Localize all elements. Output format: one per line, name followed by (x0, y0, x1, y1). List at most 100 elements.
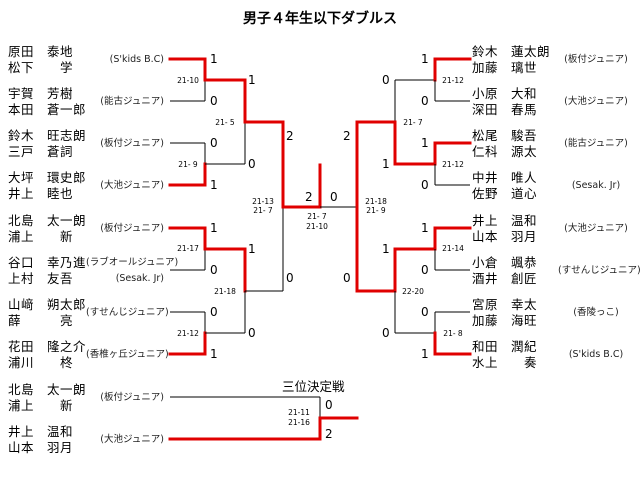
score-tag: 21-11 (288, 408, 310, 417)
player-name: 原田 泰地 (8, 44, 74, 59)
player-name: 谷口 幸乃進 (8, 255, 87, 270)
match-result: 0 (343, 271, 351, 285)
match-result: 1 (210, 178, 218, 192)
match-result: 1 (210, 347, 218, 361)
match-result: 0 (210, 94, 218, 108)
match-result: 0 (382, 73, 390, 87)
club-name: (S'kids B.C) (568, 349, 624, 360)
match-result: 2 (286, 129, 294, 143)
score-tag: 21-16 (288, 418, 310, 427)
player-name: 山本 羽月 (472, 229, 538, 244)
player-name: 和田 潤紀 (472, 339, 538, 354)
player-name: 小原 大和 (472, 86, 538, 101)
player-name: 山﨑 朔太郎 (8, 297, 87, 312)
match-result: 0 (421, 305, 429, 319)
match-result: 0 (286, 271, 294, 285)
player-name: 井上 温和 (472, 213, 538, 228)
player-name: 井上 温和 (8, 424, 74, 439)
club-name: (板付ジュニア) (100, 138, 164, 149)
player-name: 薛 亮 (8, 313, 74, 328)
third-place-title: 三位決定戦 (282, 379, 345, 394)
score-tag: 21-10 (177, 76, 199, 85)
player-name: 酒井 創匠 (472, 271, 538, 286)
match-result: 0 (325, 398, 333, 412)
club-name: (能古ジュニア) (100, 96, 164, 107)
match-result: 1 (210, 52, 218, 66)
score-tag: 21-12 (442, 76, 464, 85)
match-result: 0 (248, 326, 256, 340)
club-name: (S'kids B.C) (109, 54, 164, 65)
player-name: 佐野 道心 (472, 186, 538, 201)
score-tag: 21- 7 (307, 212, 327, 221)
match-result: 0 (248, 157, 256, 171)
match-result: 0 (382, 326, 390, 340)
club-name: (Sesak. Jr) (571, 180, 621, 191)
score-tag: 21-14 (442, 244, 464, 253)
score-tag: 21-12 (442, 160, 464, 169)
score-tag: 21- 7 (253, 206, 273, 215)
score-tag: 21-18 (365, 197, 387, 206)
player-name: 鈴木 旺志朗 (8, 128, 87, 143)
club-name: (板付ジュニア) (100, 392, 164, 403)
player-name: 北島 太一朗 (8, 213, 87, 228)
club-name: (大池ジュニア) (100, 180, 164, 191)
player-name: 宇賀 芳樹 (8, 86, 74, 101)
player-name: 仁科 源太 (472, 144, 538, 159)
match-result: 2 (343, 129, 351, 143)
match-result: 0 (210, 136, 218, 150)
score-tag: 21- 7 (403, 118, 423, 127)
player-name: 井上 睦也 (8, 186, 74, 201)
page-title: 男子４年生以下ダブルス (243, 11, 397, 27)
score-tag: 21-18 (214, 287, 236, 296)
club-name: (Sesak. Jr) (115, 273, 164, 284)
score-tag: 21-12 (177, 329, 199, 338)
club-name: (板付ジュニア) (564, 54, 628, 65)
match-result: 0 (421, 178, 429, 192)
match-result: 1 (248, 73, 256, 87)
player-name: 三戸 蒼詞 (8, 144, 74, 159)
match-result: 1 (210, 221, 218, 235)
club-name: (大池ジュニア) (100, 434, 164, 445)
match-result: 1 (421, 347, 429, 361)
player-name: 山本 羽月 (8, 440, 74, 455)
club-name: (板付ジュニア) (100, 223, 164, 234)
player-name: 北島 太一朗 (8, 382, 87, 397)
player-name: 浦川 柊 (8, 355, 74, 370)
score-tag: 21-13 (252, 197, 274, 206)
player-name: 花田 隆之介 (8, 339, 87, 354)
score-tag: 21-10 (306, 222, 328, 231)
match-result: 0 (421, 263, 429, 277)
club-name: (大池ジュニア) (564, 223, 628, 234)
match-result: 0 (210, 263, 218, 277)
club-name: (ラブオールジュニア) (86, 257, 179, 268)
club-name: (すせんじジュニア) (86, 307, 169, 318)
club-name: (能古ジュニア) (564, 138, 628, 149)
match-result: 0 (421, 94, 429, 108)
player-name: 中井 唯人 (472, 170, 538, 185)
match-result: 1 (421, 52, 429, 66)
player-name: 小倉 颯恭 (472, 255, 538, 270)
match-result: 1 (248, 242, 256, 256)
player-name: 加藤 璃世 (472, 60, 538, 75)
player-name: 浦上 新 (8, 398, 74, 413)
player-name: 松下 学 (8, 60, 74, 75)
player-name: 大坪 環史郎 (8, 170, 87, 185)
match-result: 1 (382, 242, 390, 256)
player-name: 上村 友吾 (8, 271, 74, 286)
player-name: 本田 蒼一郎 (8, 102, 87, 117)
club-name: (香椎ヶ丘ジュニア) (86, 349, 169, 360)
player-name: 松尾 駿吾 (472, 128, 538, 143)
score-tag: 21- 9 (366, 206, 386, 215)
player-name: 鈴木 蓮太朗 (472, 44, 551, 59)
score-tag: 21- 9 (178, 160, 198, 169)
player-name: 水上 奏 (472, 355, 538, 370)
player-name: 宮原 幸太 (472, 297, 538, 312)
score-tag: 21- 8 (443, 329, 463, 338)
player-name: 加藤 海旺 (472, 313, 538, 328)
final-result-right: 0 (330, 190, 338, 204)
club-name: (香陵っこ) (573, 307, 619, 318)
score-tag: 21-17 (177, 244, 199, 253)
player-name: 浦上 新 (8, 229, 74, 244)
